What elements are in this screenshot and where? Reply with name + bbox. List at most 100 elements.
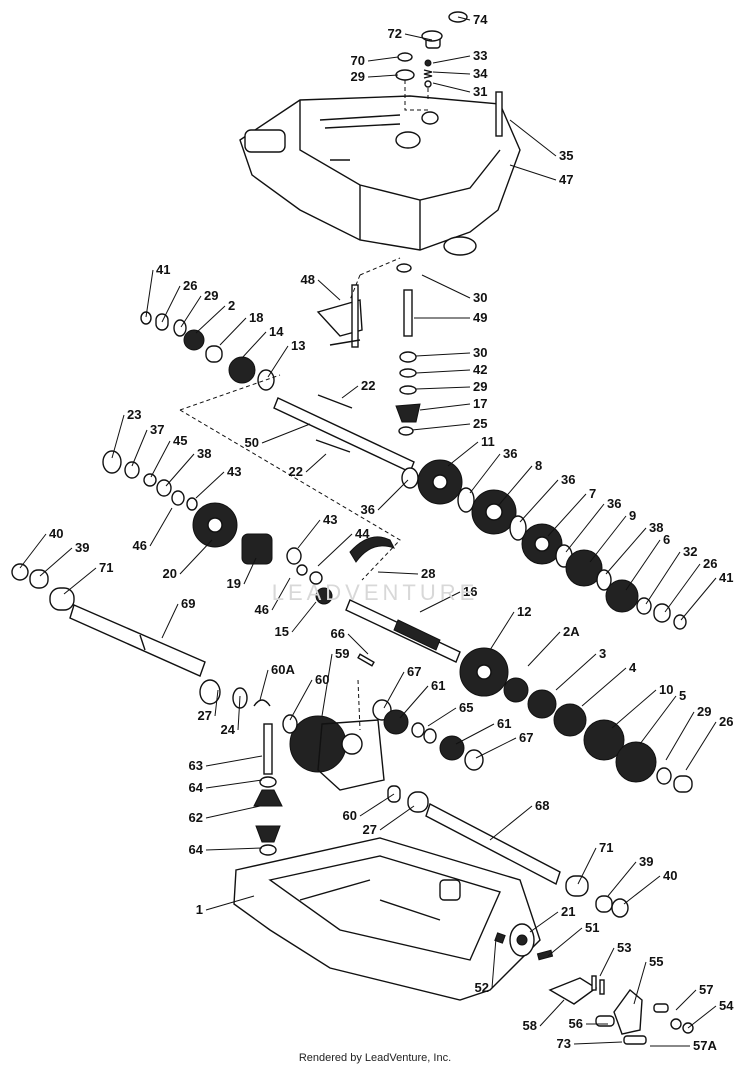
callout-leader-36 — [519, 479, 559, 523]
callout-label-28: 28 — [421, 566, 435, 581]
lower-housing — [233, 837, 541, 1001]
callout-label-17: 17 — [473, 396, 487, 411]
callout-leader-50 — [261, 423, 311, 444]
callout-leader-38 — [165, 453, 195, 487]
callout-label-50: 50 — [245, 435, 259, 450]
callout-leader-24 — [237, 695, 241, 731]
callout-label-56: 56 — [569, 1016, 583, 1031]
callout-label-24: 24 — [221, 722, 236, 737]
callout-leader-41 — [145, 269, 154, 318]
callout-label-41: 41 — [719, 570, 733, 585]
callout-leader-40 — [19, 533, 47, 569]
callout-label-34: 34 — [473, 66, 488, 81]
footer-credit: Rendered by LeadVenture, Inc. — [298, 1052, 452, 1064]
callout-leader-30 — [421, 274, 471, 299]
callout-leader-67 — [383, 671, 405, 709]
callout-label-40: 40 — [49, 526, 63, 541]
callout-leader-37 — [131, 429, 148, 467]
callout-label-13: 13 — [291, 338, 305, 353]
callout-leader-22 — [341, 385, 359, 399]
callout-label-49: 49 — [473, 310, 487, 325]
callout-label-20: 20 — [163, 566, 177, 581]
callout-label-26: 26 — [703, 556, 717, 571]
callout-label-6: 6 — [663, 532, 670, 547]
callout-label-60: 60 — [343, 808, 357, 823]
callout-leader-36 — [565, 503, 605, 553]
bevel-gear-stack — [253, 723, 283, 856]
callout-leader-72 — [404, 33, 433, 41]
callout-leader-33 — [432, 55, 471, 64]
callout-label-39: 39 — [639, 854, 653, 869]
callout-label-57: 57 — [699, 982, 713, 997]
callout-leader-60 — [359, 793, 395, 817]
callout-label-46: 46 — [255, 602, 269, 617]
part-callouts: 7472702933343135474126292181413483049304… — [19, 12, 734, 1053]
callout-leader-66 — [347, 633, 369, 655]
callout-leader-61 — [455, 723, 495, 745]
callout-label-39: 39 — [75, 540, 89, 555]
callout-label-32: 32 — [683, 544, 697, 559]
callout-label-12: 12 — [517, 604, 531, 619]
callout-leader-43 — [195, 471, 225, 499]
callout-label-29: 29 — [473, 379, 487, 394]
callout-label-70: 70 — [351, 53, 365, 68]
callout-label-30: 30 — [473, 290, 487, 305]
callout-label-66: 66 — [331, 626, 345, 641]
callout-leader-64 — [205, 847, 263, 851]
countershaft — [345, 599, 693, 793]
callout-leader-29 — [415, 386, 471, 390]
callout-label-27: 27 — [198, 708, 212, 723]
callout-label-25: 25 — [473, 416, 487, 431]
callout-label-22: 22 — [289, 464, 303, 479]
callout-leader-31 — [432, 82, 471, 93]
callout-leader-26 — [664, 563, 701, 613]
upper-housing — [239, 95, 521, 256]
callout-label-26: 26 — [183, 278, 197, 293]
callout-leader-70 — [367, 56, 399, 62]
callout-leader-40 — [623, 875, 661, 905]
callout-leader-12 — [489, 611, 515, 651]
callout-leader-64 — [205, 779, 263, 789]
callout-label-21: 21 — [561, 904, 575, 919]
callout-label-47: 47 — [559, 172, 573, 187]
brake-hardware — [494, 923, 694, 1045]
differential-assembly — [199, 653, 484, 791]
callout-leader-39 — [607, 861, 637, 897]
callout-label-45: 45 — [173, 433, 187, 448]
callout-leader-61 — [399, 685, 429, 719]
callout-leader-26 — [161, 285, 181, 323]
callout-label-22: 22 — [361, 378, 375, 393]
callout-leader-74 — [457, 16, 471, 21]
callout-label-55: 55 — [649, 954, 663, 969]
callout-leader-10 — [611, 689, 657, 729]
callout-leader-29 — [665, 711, 695, 761]
callout-label-63: 63 — [189, 758, 203, 773]
callout-leader-5 — [639, 695, 677, 745]
callout-leader-18 — [219, 317, 247, 346]
callout-leader-13 — [267, 345, 289, 378]
callout-label-2: 2 — [228, 298, 235, 313]
callout-leader-42 — [415, 369, 471, 374]
callout-label-65: 65 — [459, 700, 473, 715]
callout-leader-3 — [555, 653, 597, 691]
callout-label-36: 36 — [361, 502, 375, 517]
callout-label-29: 29 — [351, 69, 365, 84]
callout-label-38: 38 — [649, 520, 663, 535]
callout-label-43: 43 — [323, 512, 337, 527]
callout-label-36: 36 — [607, 496, 621, 511]
callout-label-18: 18 — [249, 310, 263, 325]
callout-label-36: 36 — [561, 472, 575, 487]
callout-label-33: 33 — [473, 48, 487, 63]
callout-label-10: 10 — [659, 682, 673, 697]
callout-label-35: 35 — [559, 148, 573, 163]
callout-label-19: 19 — [227, 576, 241, 591]
callout-leader-4 — [581, 667, 627, 707]
callout-leader-30 — [415, 352, 471, 357]
callout-label-27: 27 — [363, 822, 377, 837]
callout-label-41: 41 — [156, 262, 170, 277]
callout-leader-16 — [419, 591, 461, 613]
callout-leader-68 — [489, 805, 533, 841]
callout-leader-25 — [411, 423, 471, 431]
callout-leader-48 — [317, 279, 341, 301]
